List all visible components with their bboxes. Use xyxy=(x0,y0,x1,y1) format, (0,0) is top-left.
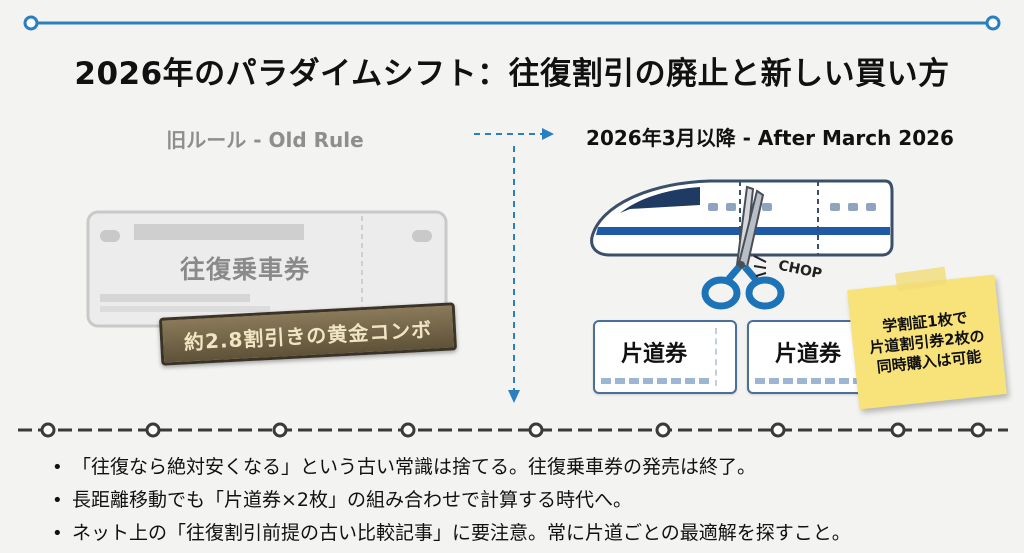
bottom-rail-line xyxy=(18,422,1008,438)
bullet-dot-icon: • xyxy=(52,490,63,511)
one-way-ticket-label: 片道券 xyxy=(620,342,687,367)
new-rule-heading: 2026年3月以降 - After March 2026 xyxy=(586,126,954,150)
one-way-ticket-label: 片道券 xyxy=(774,342,841,367)
round-trip-ticket-label: 往復乗車券 xyxy=(180,255,311,284)
summary-bullet-list: • 「往復なら絶対安くなる」という古い常識は捨てる。往復乗車券の発売は終了。 •… xyxy=(52,452,1012,551)
one-way-ticket: 片道券 xyxy=(593,320,737,394)
scissors-icon xyxy=(701,185,785,310)
ticket-stripe xyxy=(601,378,713,384)
old-rule-heading: 旧ルール - Old Rule xyxy=(166,128,364,152)
transition-arrow xyxy=(474,128,554,403)
bullet-item: • ネット上の「往復割引前提の古い比較記事」に要注意。常に片道ごとの最適解を探す… xyxy=(52,518,1012,551)
bullet-dot-icon: • xyxy=(52,457,63,478)
ticket-stripe xyxy=(755,378,867,384)
ticket-perforation xyxy=(715,328,717,386)
bullet-item: • 長距離移動でも「片道券×2枚」の組み合わせで計算する時代へ。 xyxy=(52,485,1012,518)
student-discount-sticky-note: 学割証1枚で 片道割引券2枚の 同時購入は可能 xyxy=(847,274,1007,410)
bullet-text: 長距離移動でも「片道券×2枚」の組み合わせで計算する時代へ。 xyxy=(72,489,633,511)
bullet-text: 「往復なら絶対安くなる」という古い常識は捨てる。往復乗車券の発売は終了。 xyxy=(72,456,757,478)
page-title: 2026年のパラダイムシフト：往復割引の廃止と新しい買い方 xyxy=(74,56,950,92)
chop-motion-lines xyxy=(753,255,767,277)
bullet-item: • 「往復なら絶対安くなる」という古い常識は捨てる。往復乗車券の発売は終了。 xyxy=(52,452,1012,485)
shinkansen-train-icon xyxy=(590,179,894,257)
bullet-dot-icon: • xyxy=(52,523,63,544)
bullet-text: ネット上の「往復割引前提の古い比較記事」に要注意。常に片道ごとの最適解を探すこと… xyxy=(72,522,851,544)
top-rail-line xyxy=(23,15,1001,31)
